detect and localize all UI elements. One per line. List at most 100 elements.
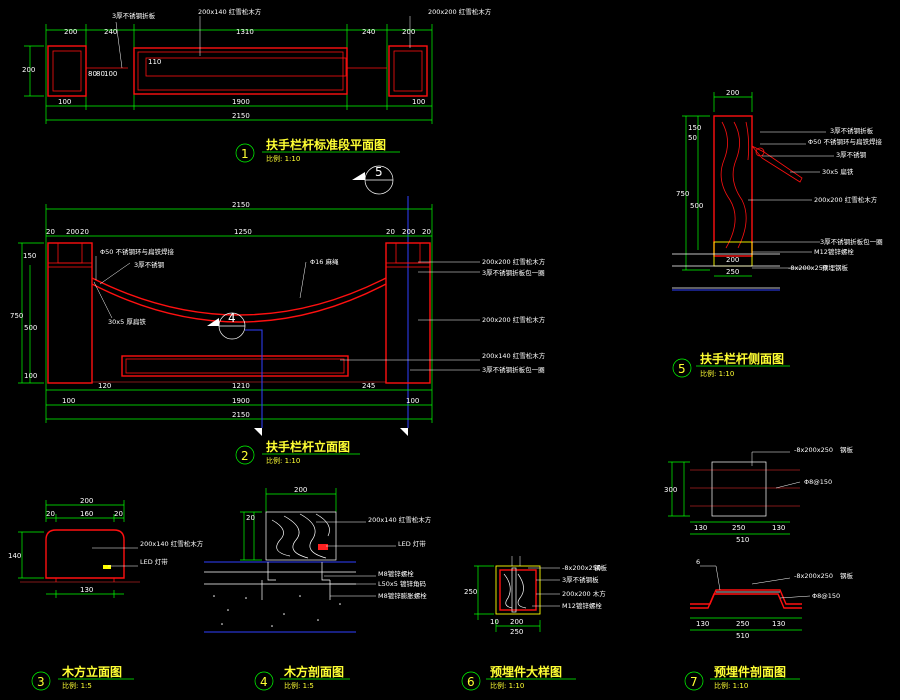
side-dim: 50 bbox=[688, 134, 697, 142]
view-title: 预埋件剖面图 bbox=[714, 664, 786, 679]
plan-dim: 100 bbox=[104, 70, 117, 78]
emb7a-dim: 130 bbox=[694, 524, 707, 532]
elev-dim: 100 bbox=[62, 397, 75, 405]
elev-note: 30x5 厚扁铁 bbox=[108, 317, 146, 326]
view-title: 扶手栏杆立面图 bbox=[266, 439, 350, 454]
plan-dim: 80 bbox=[96, 70, 105, 78]
side-dim: 150 bbox=[688, 124, 701, 132]
view-title: 木方立面图 bbox=[61, 664, 122, 679]
elev-note: 200x200 红雪松木方 bbox=[482, 315, 546, 324]
plan-dim: 240 bbox=[362, 28, 375, 36]
side-dim: 250 bbox=[726, 268, 739, 276]
view-title: 木方剖面图 bbox=[283, 664, 344, 679]
elev-dim: 20 bbox=[386, 228, 395, 236]
view-6-embed-detail: -8x200x250 钢板 3厚不锈钢板 200x200 木方 M12镀锌螺栓 … bbox=[464, 556, 608, 636]
plan-dim: 200 bbox=[64, 28, 77, 36]
view-7b-embed-section: 6 -8x200x250 钢板 Φ8@150 130 250 130 510 bbox=[690, 558, 854, 640]
elev-dim: 200 bbox=[66, 228, 79, 236]
emb7b-note: 6 bbox=[696, 558, 700, 566]
elev-note: 200x140 红雪松木方 bbox=[482, 351, 546, 360]
emb6-note: 钢板 bbox=[594, 563, 608, 572]
wood-dim: 130 bbox=[80, 586, 93, 594]
wood-dim: 20 bbox=[46, 510, 55, 518]
sect-dim: 200 bbox=[294, 486, 307, 494]
emb7b-note: Φ8@150 bbox=[812, 592, 840, 600]
emb6-note: -8x200x250 bbox=[562, 564, 601, 572]
view-scale: 比例: 1:10 bbox=[266, 154, 300, 163]
view-7a-embed-plan: -8x200x250 钢板 Φ8@150 300 130 250 130 510 bbox=[664, 445, 854, 544]
view-number: 1 bbox=[241, 147, 249, 161]
view-title: 预埋件大样图 bbox=[490, 664, 562, 679]
view-number: 7 bbox=[690, 675, 698, 689]
view-title: 扶手栏杆标准段平面图 bbox=[266, 137, 386, 152]
marker-label: 4 bbox=[228, 311, 236, 325]
view-5-side: 3厚不锈钢折板 Φ50 不锈钢环与扁铁焊接 3厚不锈钢 30x5 扁铁 200x… bbox=[672, 89, 883, 291]
elev-dim: 1900 bbox=[232, 397, 250, 405]
view-title: 扶手栏杆侧面图 bbox=[700, 351, 784, 366]
side-dim: 200 bbox=[726, 256, 739, 264]
view-4-title: 4 木方剖面图 比例: 1:5 bbox=[254, 664, 350, 691]
elev-dim: 200 bbox=[402, 228, 415, 236]
emb6-dim: 200 bbox=[510, 618, 523, 626]
elev-note: Φ50 不锈钢环与扁铁焊接 bbox=[100, 247, 174, 256]
elev-dim: 500 bbox=[24, 324, 37, 332]
elev-dim: 1250 bbox=[234, 228, 252, 236]
plan-dim: 110 bbox=[148, 58, 161, 66]
wood-note: LED 灯带 bbox=[140, 557, 168, 566]
side-note: 3厚不锈钢 bbox=[836, 150, 867, 159]
sect-dim: 20 bbox=[246, 514, 255, 522]
view-2-title: 2 扶手栏杆立面图 比例: 1:10 bbox=[235, 439, 360, 465]
plan-dim: 1900 bbox=[232, 98, 250, 106]
side-note: Φ50 不锈钢环与扁铁焊接 bbox=[808, 137, 882, 146]
side-note: 30x5 扁铁 bbox=[822, 167, 854, 176]
section-marker-4: 4 bbox=[207, 311, 263, 436]
view-3-title: 3 木方立面图 比例: 1:5 bbox=[31, 664, 134, 691]
view-1-plan: 3厚不锈钢折板 200x140 红雪松木方 200x200 红雪松木方 200 … bbox=[22, 7, 492, 124]
wood-dim: 160 bbox=[80, 510, 93, 518]
plan-note-2: 200x140 红雪松木方 bbox=[198, 7, 262, 16]
elev-dim: 2150 bbox=[232, 201, 250, 209]
elev-dim: 150 bbox=[23, 252, 36, 260]
elev-dim: 20 bbox=[80, 228, 89, 236]
view-3-wood-elevation: 200x140 红雪松木方 LED 灯带 200 20 160 20 140 1… bbox=[8, 497, 204, 598]
elev-dim: 1210 bbox=[232, 382, 250, 390]
side-note: 3厚不锈钢折板 bbox=[830, 126, 874, 135]
side-dim: 500 bbox=[690, 202, 703, 210]
view-scale: 比例: 1:10 bbox=[714, 681, 748, 690]
view-7-title: 7 预埋件剖面图 比例: 1:10 bbox=[684, 664, 800, 691]
emb7b-dim: 130 bbox=[696, 620, 709, 628]
view-number: 4 bbox=[260, 675, 268, 689]
elev-note: Φ16 麻绳 bbox=[310, 257, 339, 266]
emb7a-note: Φ8@150 bbox=[804, 478, 832, 486]
wood-dim: 20 bbox=[114, 510, 123, 518]
plan-note-1: 3厚不锈钢折板 bbox=[112, 11, 156, 20]
emb7b-dim: 510 bbox=[736, 632, 749, 640]
side-dim: 200 bbox=[726, 89, 739, 97]
side-note: 预埋钢板 bbox=[822, 263, 849, 272]
side-dim: 750 bbox=[676, 190, 689, 198]
plan-dim: 200 bbox=[402, 28, 415, 36]
view-scale: 比例: 1:10 bbox=[700, 369, 734, 378]
elev-dim: 750 bbox=[10, 312, 23, 320]
emb6-dim: 250 bbox=[464, 588, 477, 596]
section-marker-5: 5 bbox=[352, 165, 409, 436]
wood-note: 200x140 红雪松木方 bbox=[140, 539, 204, 548]
emb7b-note: -8x200x250 bbox=[794, 572, 833, 580]
elev-dim: 100 bbox=[406, 397, 419, 405]
side-note: 3厚不锈钢折板包一圈 bbox=[820, 237, 883, 246]
plan-dim: 1310 bbox=[236, 28, 254, 36]
emb7a-note: 钢板 bbox=[840, 445, 854, 454]
view-scale: 比例: 1:10 bbox=[266, 456, 300, 465]
elev-dim: 100 bbox=[24, 372, 37, 380]
view-scale: 比例: 1:10 bbox=[490, 681, 524, 690]
emb7a-dim: 250 bbox=[732, 524, 745, 532]
emb7a-dim: 300 bbox=[664, 486, 677, 494]
emb7b-dim: 250 bbox=[736, 620, 749, 628]
view-2-elevation: Φ50 不锈钢环与扁铁焊接 3厚不锈钢 30x5 厚扁铁 Φ16 麻绳 200x… bbox=[10, 201, 546, 423]
sect-note: 200x140 红雪松木方 bbox=[368, 515, 432, 524]
elev-dim: 2150 bbox=[232, 411, 250, 419]
view-5-title: 5 扶手栏杆侧面图 比例: 1:10 bbox=[672, 351, 790, 378]
elev-note: 200x200 红雪松木方 bbox=[482, 257, 546, 266]
emb7a-note: -8x200x250 bbox=[794, 446, 833, 454]
